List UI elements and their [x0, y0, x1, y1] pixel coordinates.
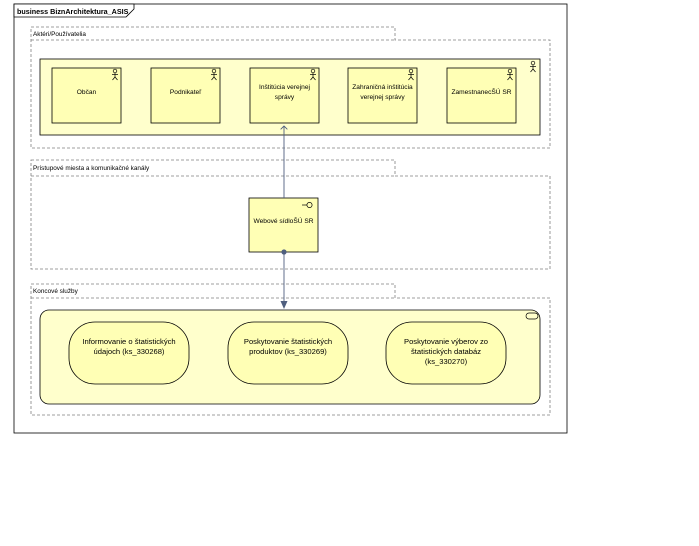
service-label: Informovanie o štatistických [82, 337, 175, 346]
actor-element[interactable]: Občan [51, 67, 122, 124]
actor-icon [112, 68, 118, 81]
group-label-services: Koncové služby [33, 288, 79, 295]
actor-label: Zahraničná inštitúcia [352, 84, 413, 91]
group-access[interactable]: Prístupové miesta a komunikačné kanály [30, 159, 551, 270]
actor-label: Občan [77, 89, 97, 96]
actor-element[interactable]: Podnikateľ [150, 67, 221, 124]
frame-title: business BiznArchitektura_ASIS [17, 7, 129, 16]
frame-title-tab [13, 3, 135, 18]
group-label-actors: Aktéri/Používatelia [33, 31, 86, 38]
service-icon [525, 312, 539, 320]
group-services[interactable]: Koncové služby [30, 283, 551, 416]
actor-element[interactable]: Zahraničná inštitúcia verejnej správy [347, 67, 418, 124]
group-label-access: Prístupové miesta a komunikačné kanály [33, 165, 150, 172]
actor-icon [408, 68, 414, 81]
actor-icon [211, 68, 217, 81]
actor-label: verejnej správy [360, 94, 405, 101]
actor-label: ZamestnanecŠÚ SR [451, 87, 511, 96]
service-label: (ks_330270) [425, 357, 468, 366]
connector-arrowhead [280, 301, 288, 309]
connector-dot [281, 249, 287, 255]
interface-icon [302, 202, 313, 208]
actor-label: Podnikateľ [170, 89, 201, 96]
actor-label: správy [275, 94, 295, 101]
actor-element[interactable]: Inštitúcia verejnej správy [249, 67, 320, 124]
service-label: produktov (ks_330269) [249, 347, 327, 356]
actor-icon [507, 68, 513, 81]
actor-icon [310, 68, 316, 81]
interface-label: Webové sídloŠÚ SR [254, 216, 314, 225]
connector-assignment[interactable] [280, 249, 288, 309]
actor-icon [530, 60, 536, 73]
service-label: údajoch (ks_330268) [94, 347, 165, 356]
service-label: Poskytovanie štatistických [244, 337, 332, 346]
group-actors[interactable]: Aktéri/Používatelia [30, 26, 551, 149]
service-label: štatistických databáz [411, 347, 481, 356]
actor-element[interactable]: ZamestnanecŠÚ SR [446, 67, 517, 124]
service-label: Poskytovanie výberov zo [404, 337, 488, 346]
interface-element[interactable]: Webové sídloŠÚ SR [248, 197, 319, 253]
actor-label: Inštitúcia verejnej [259, 84, 310, 91]
